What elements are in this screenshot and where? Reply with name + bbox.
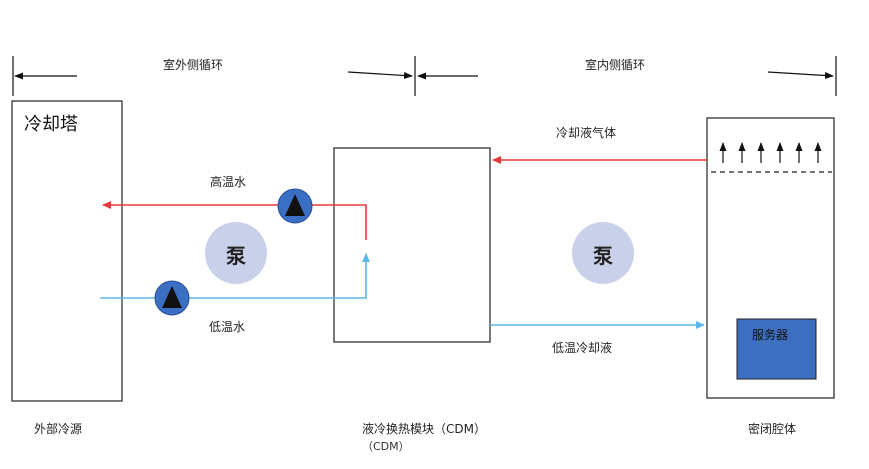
cdm-caption: 液冷换热模块（CDM）	[362, 422, 486, 436]
pump-icon-cold	[154, 280, 190, 316]
cooling-tower-title: 冷却塔	[24, 114, 78, 135]
cdm-caption-extra: （CDM）	[362, 440, 410, 453]
indoor-loop-label: 室内侧循环	[585, 58, 646, 72]
server-label: 服务器	[752, 328, 789, 342]
pump-icon-hot	[277, 188, 313, 224]
cold-coolant-label: 低温冷却液	[552, 341, 613, 355]
chamber-caption: 密闭腔体	[748, 422, 797, 436]
pump-circle-right	[572, 222, 634, 284]
cold-water-label: 低温水	[209, 320, 246, 334]
vapor-up-arrows	[719, 142, 822, 163]
hot-water-label: 高温水	[210, 175, 247, 189]
server-box	[736, 318, 817, 380]
cooling-tower-box	[11, 100, 123, 402]
hot-water-line	[102, 201, 367, 240]
pump-circle-left	[205, 222, 267, 284]
pump-label-left: 泵	[226, 244, 246, 268]
loop-dimension-lines	[12, 56, 837, 96]
outdoor-loop-label: 室外侧循环	[163, 58, 224, 72]
outdoor-right-arrow	[347, 71, 413, 79]
pump-label-right: 泵	[593, 244, 613, 268]
indoor-right-arrow	[767, 71, 834, 80]
coolant-gas-label: 冷却液气体	[556, 126, 617, 140]
cdm-box	[333, 147, 491, 343]
cooling-tower-caption: 外部冷源	[34, 422, 83, 436]
